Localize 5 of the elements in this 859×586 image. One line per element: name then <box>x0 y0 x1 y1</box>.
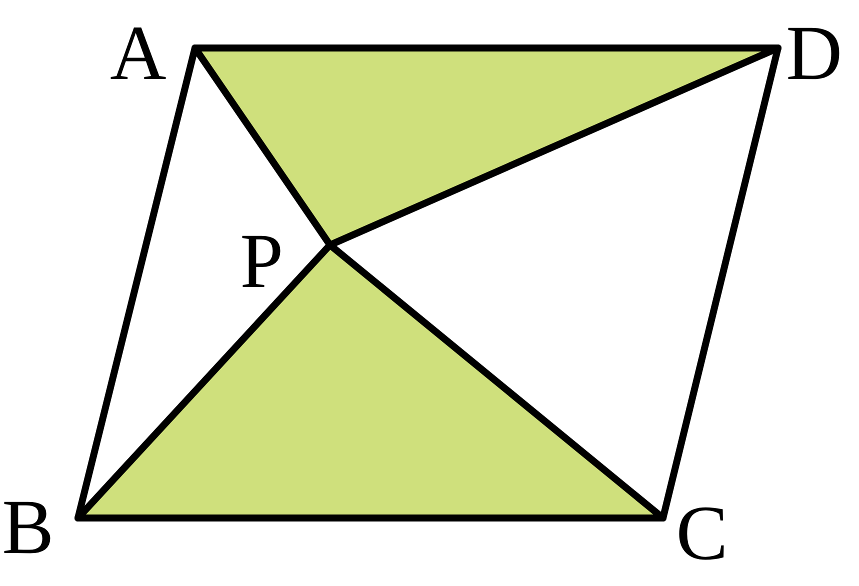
vertex-label: D <box>786 14 842 92</box>
vertex-label: P <box>240 222 284 300</box>
vertex-label: C <box>676 494 728 572</box>
vertex-label: B <box>2 488 54 566</box>
vertex-label: A <box>110 14 166 92</box>
